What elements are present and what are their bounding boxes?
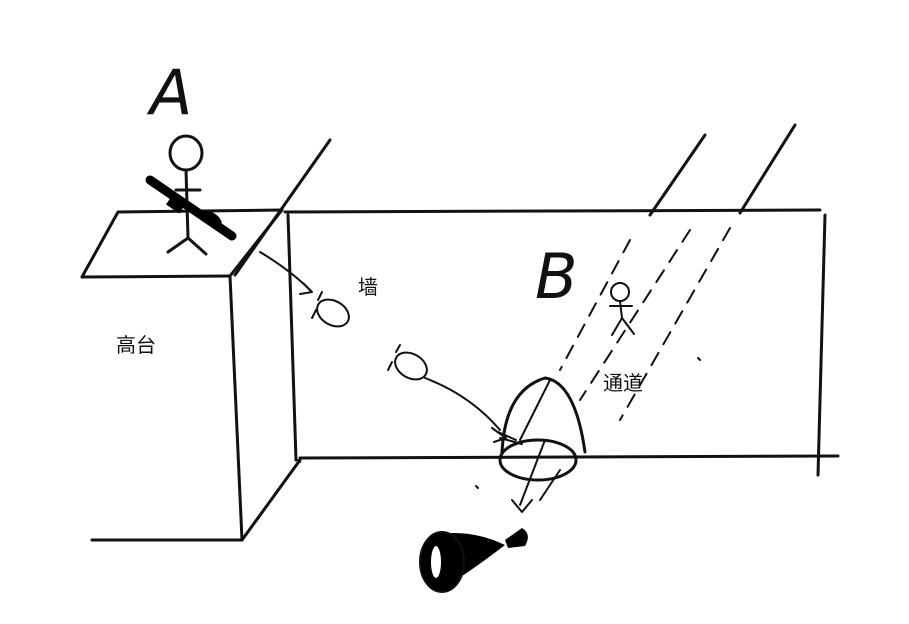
passage-lines: [560, 125, 795, 420]
label-wall: 墙: [358, 271, 378, 300]
label-a: A: [150, 62, 192, 124]
rocket-1: [260, 252, 354, 332]
rocket-2: [388, 345, 522, 444]
soldier-a-figure: [150, 136, 232, 254]
cone-object: [420, 528, 528, 592]
label-b: B: [535, 246, 578, 308]
barrel: [500, 378, 585, 512]
label-passage: 通道: [603, 367, 643, 396]
person-b-figure: [610, 283, 634, 335]
label-high-platform: 高台: [116, 329, 156, 358]
